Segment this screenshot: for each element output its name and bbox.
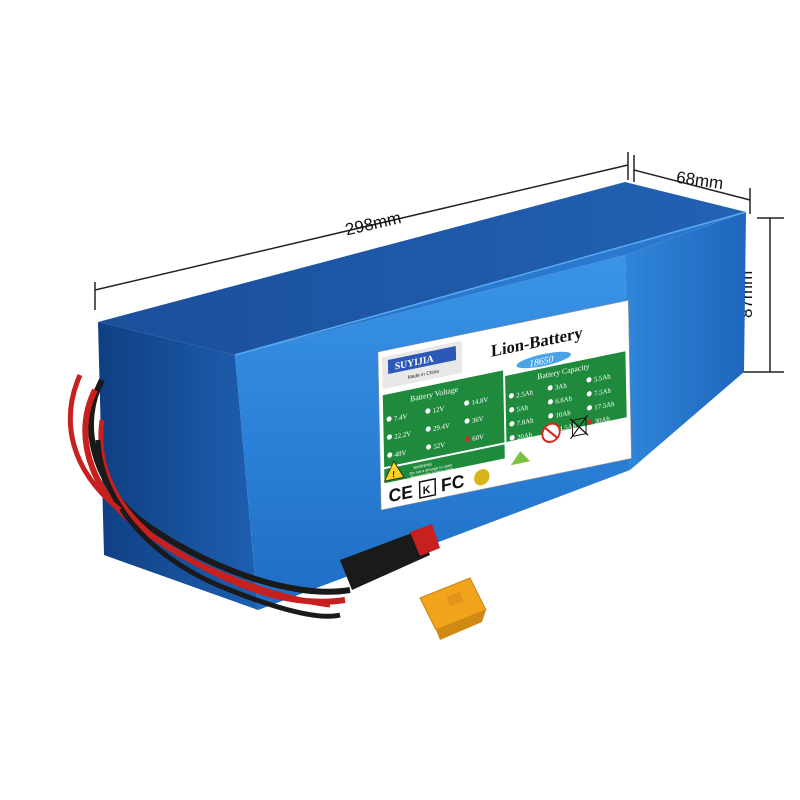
voltage-option: 22.2V — [394, 430, 411, 441]
ce-mark: CE — [388, 481, 413, 506]
capacity-option: 20Ah — [517, 431, 533, 442]
voltage-radio-icon — [387, 452, 393, 458]
battery-end-face — [98, 322, 258, 610]
voltage-radio-icon — [426, 444, 432, 450]
battery-side-face — [625, 212, 746, 470]
recycle-icon — [510, 451, 531, 466]
voltage-radio-icon — [464, 400, 470, 406]
voltage-radio-icon — [386, 434, 392, 440]
battery-top-face — [98, 182, 746, 355]
cell-type: 18650 — [529, 354, 553, 370]
capacity-options: 2.5Ah3Ah5.5Ah5Ah6.8Ah7.5Ah7.8Ah10Ah17.5A… — [508, 372, 615, 442]
connector-red-tip — [410, 524, 440, 556]
product-label: SUYIJIA Made in China Lion-Battery 18650… — [377, 300, 632, 511]
warning-title: WARNING — [413, 461, 432, 470]
rohs-leaf-icon — [474, 469, 490, 486]
capacity-radio-icon — [587, 419, 593, 425]
voltage-radio-icon — [386, 416, 392, 422]
capacity-radio-icon — [586, 377, 592, 383]
capacity-radio-icon — [548, 413, 554, 419]
voltage-panel — [382, 370, 505, 468]
battery-edge-highlight — [234, 211, 747, 356]
kc-k-glyph: K — [423, 484, 431, 498]
battery-wires — [67, 373, 351, 619]
wire-black-inner — [95, 439, 341, 619]
warning-triangle-icon — [383, 460, 405, 482]
voltage-option: 60V — [472, 433, 484, 443]
capacity-radio-icon — [586, 391, 592, 397]
voltage-option: 48V — [395, 449, 407, 459]
wire-red-inner — [98, 419, 331, 608]
voltage-option: 36V — [472, 415, 484, 425]
capacity-panel — [505, 351, 627, 442]
capacity-option: 5.5Ah — [594, 372, 611, 384]
voltage-option: 12V — [433, 405, 445, 415]
fcc-mark: FC — [441, 471, 465, 496]
kc-mark-icon — [418, 477, 437, 499]
voltage-radio-icon — [464, 436, 470, 442]
dimension-width-label: 68mm — [675, 168, 724, 193]
voltage-option: 7.4V — [394, 412, 408, 423]
warning-panel — [384, 444, 505, 484]
cell-type-badge — [516, 351, 571, 369]
weee-bin-icon — [571, 416, 587, 437]
capacity-radio-icon — [509, 421, 515, 427]
dimension-length-label: 298mm — [343, 208, 403, 239]
capacity-option: 5Ah — [516, 403, 528, 414]
voltage-option: 52V — [433, 441, 445, 451]
capacity-option: 2.5Ah — [516, 388, 533, 400]
capacity-option: 10Ah — [555, 409, 571, 420]
voltage-radio-icon — [425, 426, 431, 432]
xt60-plug-shade — [436, 610, 486, 640]
capacity-radio-icon — [509, 407, 515, 413]
voltage-option: 14.8V — [471, 396, 488, 407]
xt60-latch — [446, 591, 464, 607]
capacity-radio-icon — [508, 393, 514, 399]
voltage-radio-icon — [464, 418, 470, 424]
wire-red-loop — [67, 373, 122, 512]
wire-black — [88, 378, 351, 595]
capacity-radio-icon — [509, 435, 515, 441]
capacity-option: 7.8Ah — [517, 416, 534, 428]
capacity-radio-icon — [547, 385, 553, 391]
weee-cross-2 — [570, 414, 589, 440]
xt60-connector — [340, 524, 487, 640]
voltage-radio-icon — [425, 408, 431, 414]
no-fire-slash — [543, 426, 559, 440]
voltage-options: 7.4V 12V 14.8V 22.2V 29.4V 36V 48V 52V 60V — [386, 396, 488, 459]
warning-exclaim-icon: ! — [392, 469, 395, 480]
capacity-option: 3Ah — [555, 381, 567, 392]
connector-housing — [340, 530, 430, 590]
capacity-option: 30Ah — [595, 415, 611, 426]
capacity-option: 6.8Ah — [555, 394, 572, 406]
brand-badge — [387, 345, 457, 374]
capacity-option: 7.5Ah — [594, 386, 611, 398]
capacity-radio-icon — [586, 405, 593, 411]
voltage-option: 29.4V — [433, 422, 450, 433]
capacity-radio-icon — [547, 399, 553, 405]
